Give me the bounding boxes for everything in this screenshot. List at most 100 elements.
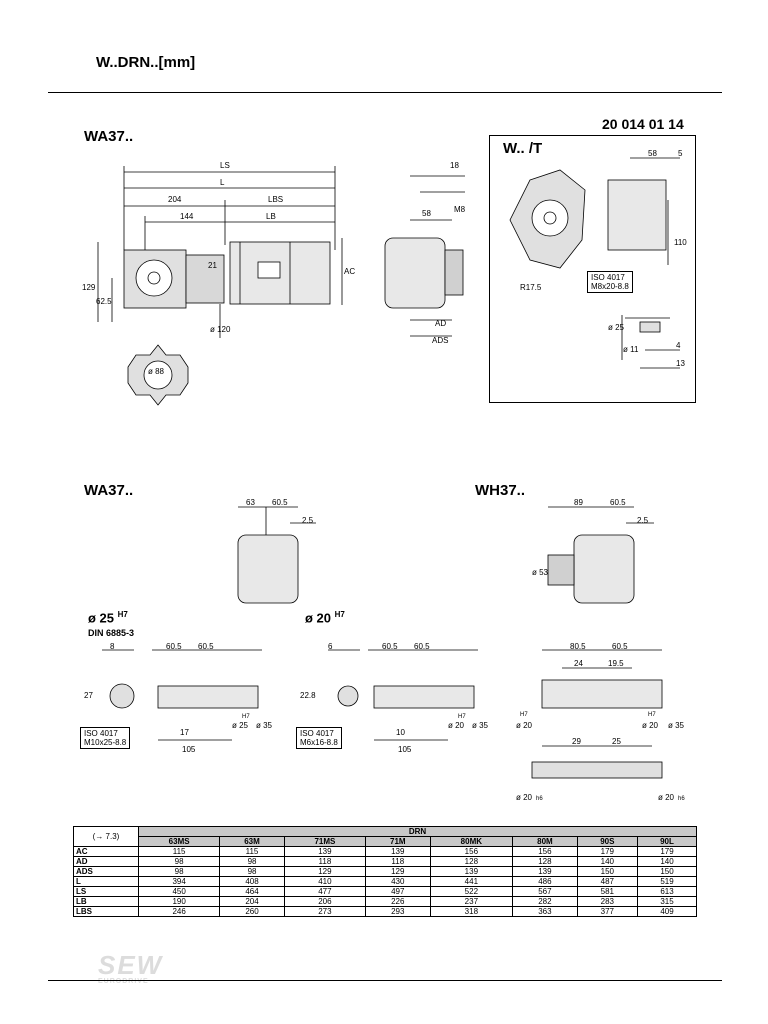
dim-2-5-b: 2.5 xyxy=(637,516,649,525)
row-label: ADS xyxy=(73,866,139,877)
table-cell: 519 xyxy=(637,876,697,887)
table-cell: 190 xyxy=(137,896,221,907)
iso-line1: ISO 4017 xyxy=(591,273,625,282)
table-cell: 139 xyxy=(283,846,367,857)
torque-arm-drawing: 58 5 110 R17.5 ø 25 ø 11 4 13 xyxy=(509,150,687,369)
table-cell: 129 xyxy=(283,866,367,877)
table-cell: 128 xyxy=(512,856,578,867)
dim-105-b: 105 xyxy=(398,745,412,754)
table-row: ADS 98 98 129 129 139 139 150 150 xyxy=(73,866,697,877)
table-cell: 128 xyxy=(429,856,514,867)
table-cell: 581 xyxy=(576,886,639,897)
table-cell: 318 xyxy=(429,906,514,917)
table-cell: 487 xyxy=(576,876,639,887)
dim-h7-a: H7 xyxy=(242,714,250,720)
dim-d35-b: ø 35 xyxy=(472,721,489,730)
section-title-wa37-top: WA37.. xyxy=(84,128,134,145)
table-row: LBS 246 260 273 293 318 363 377 409 xyxy=(73,906,697,917)
iso-4017-callout-top: ISO 4017 M8x20-8.8 xyxy=(587,271,633,293)
wh37-side-view: 89 60.5 2.5 ø 53 xyxy=(532,498,654,604)
table-cell: 441 xyxy=(429,876,514,887)
dim-60-5-b: 60.5 xyxy=(610,498,626,507)
dim-21: 21 xyxy=(208,261,217,270)
iso-line1-20: ISO 4017 xyxy=(300,729,334,738)
table-cell: 98 xyxy=(219,856,285,867)
table-cell: 315 xyxy=(637,896,697,907)
dim-lbs: LBS xyxy=(268,195,283,204)
table-cell: 156 xyxy=(512,846,578,857)
row-label: AD xyxy=(73,856,139,867)
dim-5-t: 5 xyxy=(678,150,683,158)
iso-line1-25: ISO 4017 xyxy=(84,729,118,738)
dim-63: 63 xyxy=(246,498,255,507)
table-cell: 410 xyxy=(283,876,367,887)
dim-d25: ø 25 xyxy=(232,721,249,730)
dim-27: 27 xyxy=(84,691,93,700)
table-cell: 408 xyxy=(219,876,285,887)
shaft-20-drawing: 6 60.5 60.5 22.8 10 105 ø 20 H7 ø 35 xyxy=(300,642,489,754)
dimensions-table: (→ 7.3) DRN 63MS 63M 71MS 71M 80MK 80M 9… xyxy=(73,826,697,917)
dim-ad: AD xyxy=(435,319,446,328)
table-cell: 129 xyxy=(365,866,431,877)
iso-line2-25: M10x25-8.8 xyxy=(84,738,127,747)
col-header: 63MS xyxy=(137,836,221,847)
col-header: 63M xyxy=(219,836,285,847)
table-cell: 140 xyxy=(637,856,697,867)
row-label: L xyxy=(73,876,139,887)
table-row: LB 190 204 206 226 237 282 283 315 xyxy=(73,896,697,907)
dim-d35-a: ø 35 xyxy=(256,721,273,730)
row-label: LS xyxy=(73,886,139,897)
wh-shaft-drawing: 80.5 60.5 24 19.5 ø 20 H7 ø 20 H7 ø 35 2… xyxy=(516,642,685,802)
shaft-25-title: ø 25 H7 xyxy=(88,610,128,625)
shaft-25-standard: DIN 6885-3 xyxy=(88,628,135,638)
dim-22-8: 22.8 xyxy=(300,691,316,700)
dim-4: 4 xyxy=(676,341,681,350)
dim-d20-e: ø 20 xyxy=(658,793,675,802)
table-cell: 98 xyxy=(137,856,221,867)
dim-89: 89 xyxy=(574,498,583,507)
row-label: LB xyxy=(73,896,139,907)
dim-d20-b: ø 20 xyxy=(516,721,533,730)
table-cell: 260 xyxy=(219,906,285,917)
table-row: AD 98 98 118 118 128 128 140 140 xyxy=(73,856,697,867)
dim-80-5: 80.5 xyxy=(570,642,586,651)
dim-d20-d: ø 20 xyxy=(516,793,533,802)
table-cell: 115 xyxy=(219,846,285,857)
dim-60-5-d: 60.5 xyxy=(198,642,214,651)
dim-d120: ø 120 xyxy=(210,325,231,334)
table-row: AC 115 115 139 139 156 156 179 179 xyxy=(73,846,697,857)
dim-ls: LS xyxy=(220,161,230,170)
logo-brand: SEW xyxy=(98,950,164,980)
table-cell: 477 xyxy=(283,886,367,897)
shaft-25-label: ø 25 xyxy=(88,610,115,626)
dim-58-t: 58 xyxy=(648,150,657,158)
table-row: L 394 408 410 430 441 486 487 519 xyxy=(73,876,697,887)
table-cell: 150 xyxy=(576,866,639,877)
dim-60-5-c: 60.5 xyxy=(166,642,182,651)
wa37-dimension-drawing: LS L 204 LBS 144 LB 129 62.5 21 ø 120 AC… xyxy=(82,161,466,406)
table-group-row: (→ 7.3) DRN xyxy=(73,826,697,847)
document-number: 20 014 01 14 xyxy=(602,116,684,132)
dim-d53: ø 53 xyxy=(532,568,549,577)
table-cell: 98 xyxy=(137,866,221,877)
iso-line2: M8x20-8.8 xyxy=(591,282,629,291)
table-cell: 118 xyxy=(365,856,431,867)
dim-2-5-a: 2.5 xyxy=(302,516,314,525)
dim-lb: LB xyxy=(266,212,276,221)
shaft-25-drawing: 8 60.5 60.5 27 17 105 ø 25 H7 ø 35 xyxy=(84,642,273,754)
dim-60-5-e: 60.5 xyxy=(382,642,398,651)
table-cell: 464 xyxy=(219,886,285,897)
table-cell: 139 xyxy=(512,866,578,877)
dim-60-5-a: 60.5 xyxy=(272,498,288,507)
dim-h7-d: H7 xyxy=(648,712,656,718)
dim-m8: M8 xyxy=(454,205,466,214)
table-row: LS 450 464 477 497 522 567 581 613 xyxy=(73,886,697,897)
dim-h6-a: h6 xyxy=(536,796,543,802)
sew-eurodrive-logo: SEW EURODRIVE xyxy=(98,952,174,992)
dim-110: 110 xyxy=(674,238,687,247)
logo-sub: EURODRIVE xyxy=(98,978,149,985)
table-cell: 273 xyxy=(283,906,367,917)
section-title-w-t: W.. /T xyxy=(503,140,543,157)
table-cell: 237 xyxy=(429,896,514,907)
table-header-row: 63MS 63M 71MS 71M 80MK 80M 90S 90L xyxy=(74,836,697,847)
